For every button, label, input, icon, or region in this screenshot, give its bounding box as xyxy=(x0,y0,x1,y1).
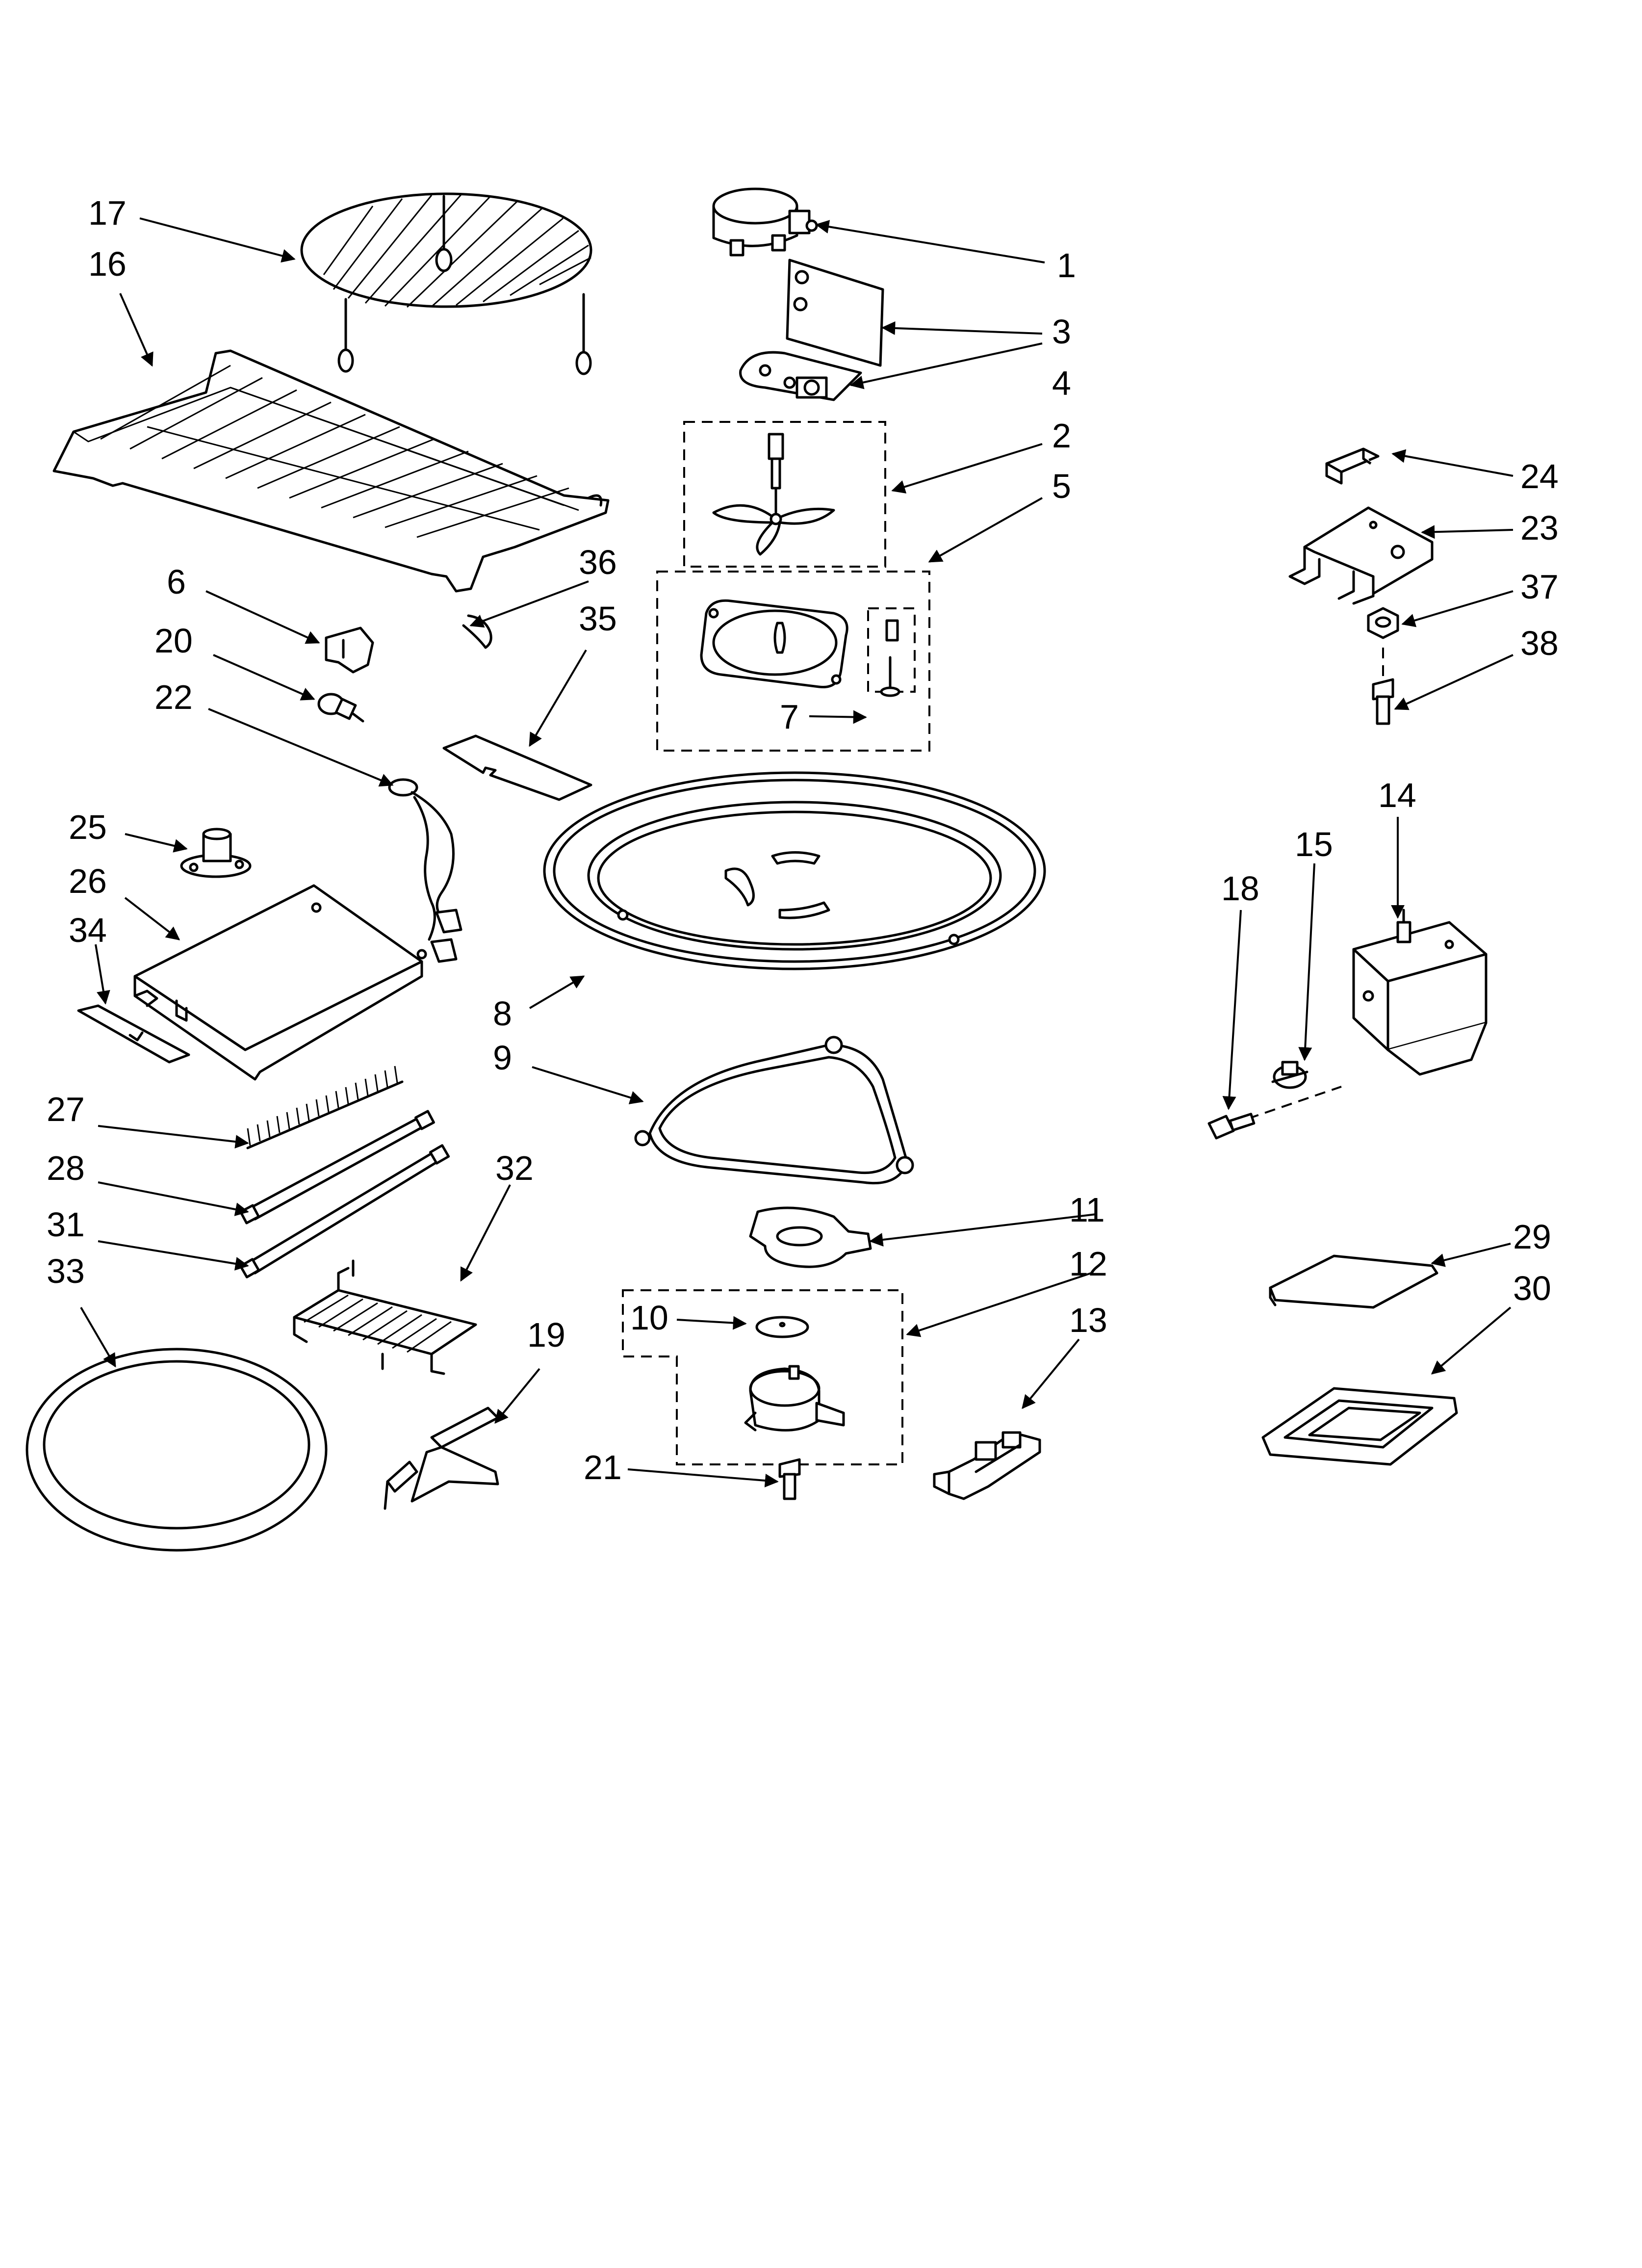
part-2-label: 2 xyxy=(1052,417,1071,455)
part-18-label: 18 xyxy=(1221,869,1259,908)
crisper-pan-drawing xyxy=(26,1348,328,1552)
part-5-label: 5 xyxy=(1052,467,1071,505)
part-11-label: 11 xyxy=(1069,1191,1105,1229)
nut-drawing xyxy=(1367,607,1399,639)
fan-kit-drawing xyxy=(683,421,886,568)
heater-rod-drawing xyxy=(239,1110,435,1225)
part-35-label: 35 xyxy=(579,600,617,638)
small-bracket-drawing xyxy=(1325,447,1380,485)
part-23-label: 23 xyxy=(1520,509,1559,547)
part-3-label: 3 xyxy=(1052,313,1071,351)
motor-drawing xyxy=(712,187,818,257)
thermal-cutoff-drawing xyxy=(1271,1061,1308,1089)
part-30-label: 30 xyxy=(1513,1269,1551,1307)
part-9-label: 9 xyxy=(493,1039,512,1077)
thermostat-drawing xyxy=(180,828,252,878)
part-17-label: 17 xyxy=(88,194,127,232)
cover-kit-drawing xyxy=(656,571,930,752)
turntable-drawing xyxy=(543,771,1046,970)
screw-18-drawing xyxy=(1207,1086,1342,1140)
roller-ring-drawing xyxy=(634,1036,914,1185)
part-14-label: 14 xyxy=(1378,776,1416,814)
filter-drawing xyxy=(1269,1254,1438,1309)
part-8-label: 8 xyxy=(493,994,512,1033)
grill-element-drawing xyxy=(293,1259,477,1375)
part-22-label: 22 xyxy=(154,678,193,716)
screw-38-drawing xyxy=(1372,648,1394,725)
part-27-label: 27 xyxy=(47,1090,85,1128)
callout-labels: 17 16 1 3 4 2 5 7 24 23 37 38 6 36 35 20… xyxy=(47,194,1559,1486)
clip-drawing xyxy=(325,626,374,674)
insulator-plate-drawing xyxy=(786,259,884,367)
tool-19-drawing xyxy=(384,1407,499,1510)
rectangular-rack-drawing xyxy=(52,349,610,593)
part-37-label: 37 xyxy=(1520,568,1559,606)
part-29-label: 29 xyxy=(1513,1218,1551,1256)
part-20-label: 20 xyxy=(154,622,193,660)
part-26-label: 26 xyxy=(69,862,107,900)
part-15-label: 15 xyxy=(1295,825,1333,863)
filter-frame-drawing xyxy=(1261,1387,1458,1466)
strip-34-drawing xyxy=(77,1004,190,1064)
magnetron-drawing xyxy=(1352,909,1488,1076)
heater-coil-drawing xyxy=(246,1066,404,1149)
part-28-label: 28 xyxy=(47,1149,85,1187)
motor-bracket-drawing xyxy=(739,351,862,401)
fuse-drawing xyxy=(317,693,364,723)
switch-bracket-drawing xyxy=(933,1431,1041,1500)
part-4-label: 4 xyxy=(1052,364,1071,402)
mounting-bracket-drawing xyxy=(1288,506,1434,605)
heater-rod-2-drawing xyxy=(239,1144,450,1278)
part-7-label: 7 xyxy=(780,698,799,736)
leader-lines xyxy=(80,217,1514,1487)
part-10-label: 10 xyxy=(630,1299,668,1337)
roller-guide-drawing xyxy=(749,1206,872,1268)
wire-harness-drawing xyxy=(388,778,462,963)
round-rack-drawing xyxy=(300,192,592,375)
screw-21-drawing xyxy=(778,1458,801,1500)
part-32-label: 32 xyxy=(495,1149,534,1187)
part-12-label: 12 xyxy=(1069,1245,1107,1283)
part-16-label: 16 xyxy=(88,245,127,283)
part-19-label: 19 xyxy=(527,1316,565,1354)
part-36-label: 36 xyxy=(579,543,617,581)
part-25-label: 25 xyxy=(69,808,107,846)
part-31-label: 31 xyxy=(47,1205,85,1244)
heater-cover-drawing xyxy=(133,884,427,1081)
part-24-label: 24 xyxy=(1520,457,1559,495)
part-6-label: 6 xyxy=(167,563,186,601)
drive-motor-kit-drawing xyxy=(622,1289,903,1465)
part-1-label: 1 xyxy=(1057,246,1076,285)
part-13-label: 13 xyxy=(1069,1301,1107,1339)
part-34-label: 34 xyxy=(69,911,107,949)
part-38-label: 38 xyxy=(1520,624,1559,662)
part-21-label: 21 xyxy=(584,1448,622,1486)
part-33-label: 33 xyxy=(47,1252,85,1290)
gasket-drawing xyxy=(442,734,592,801)
